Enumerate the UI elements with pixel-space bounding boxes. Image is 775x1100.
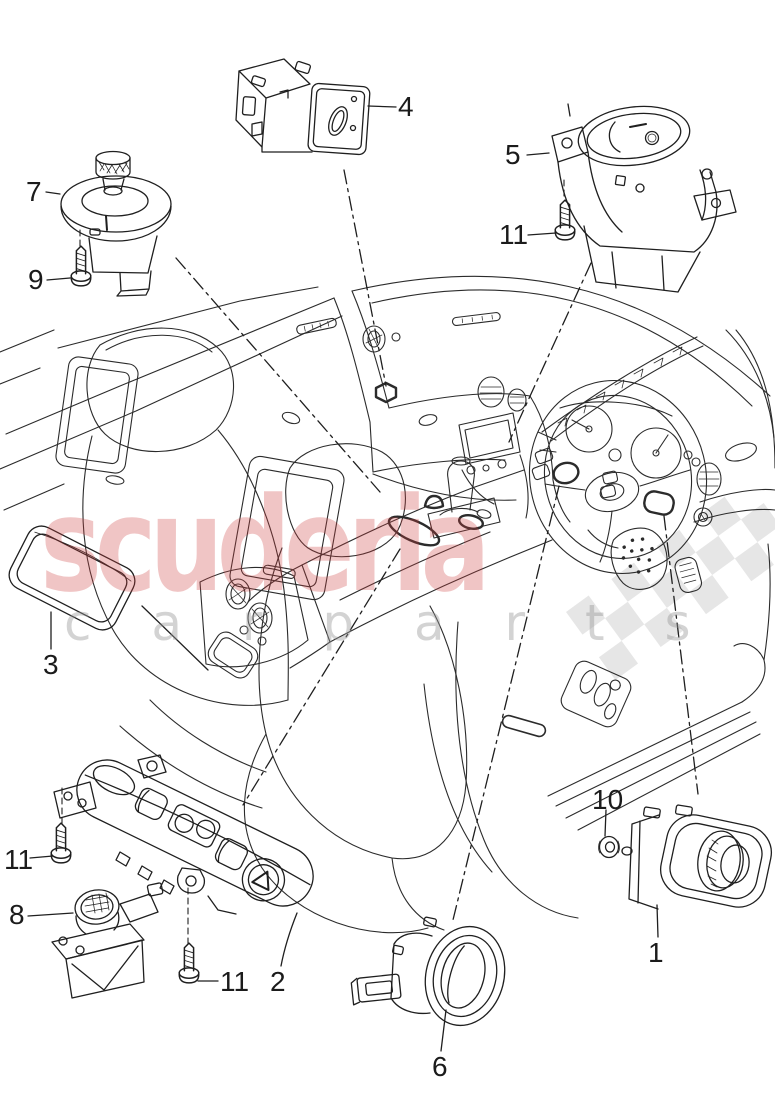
car-interior-sketch <box>0 275 775 934</box>
callout-3: 3 <box>43 649 59 680</box>
callout-5: 5 <box>505 139 521 170</box>
part-8-round-switch <box>51 882 164 999</box>
part-1-headlight-rotary-switch <box>621 804 772 910</box>
callout-8: 8 <box>9 899 25 930</box>
part-4-socket-module <box>235 58 371 156</box>
callout-2: 2 <box>270 966 286 997</box>
callout-7: 7 <box>26 176 42 207</box>
part-6-oval-switch <box>350 916 506 1027</box>
part-3-display-glass <box>8 525 136 631</box>
part-9-screw <box>70 245 92 287</box>
callout-4: 4 <box>398 91 414 122</box>
part-10-nut <box>598 835 620 859</box>
callout-1: 1 <box>648 937 664 968</box>
checkered-flag-watermark <box>566 496 775 680</box>
callout-11-center: 11 <box>220 966 250 997</box>
part-11-screw-left <box>50 822 72 864</box>
callout-11-left: 11 <box>4 844 34 875</box>
part-5-console-switch-assembly <box>551 103 737 293</box>
callout-6: 6 <box>432 1051 448 1082</box>
callout-9: 9 <box>28 264 44 295</box>
part-11-screw-top <box>554 199 576 241</box>
callout-11-top: 11 <box>499 219 529 250</box>
part-2-switch-bank <box>53 754 314 915</box>
part-7-mirror-adjust-switch <box>60 150 172 297</box>
watermark-brand: scuderia <box>40 468 491 622</box>
part-11-screw-center <box>178 942 200 984</box>
callout-10: 10 <box>592 784 624 815</box>
leader-lines <box>27 105 699 1052</box>
watermark-subtitle: c a r p a r t s <box>64 594 713 652</box>
